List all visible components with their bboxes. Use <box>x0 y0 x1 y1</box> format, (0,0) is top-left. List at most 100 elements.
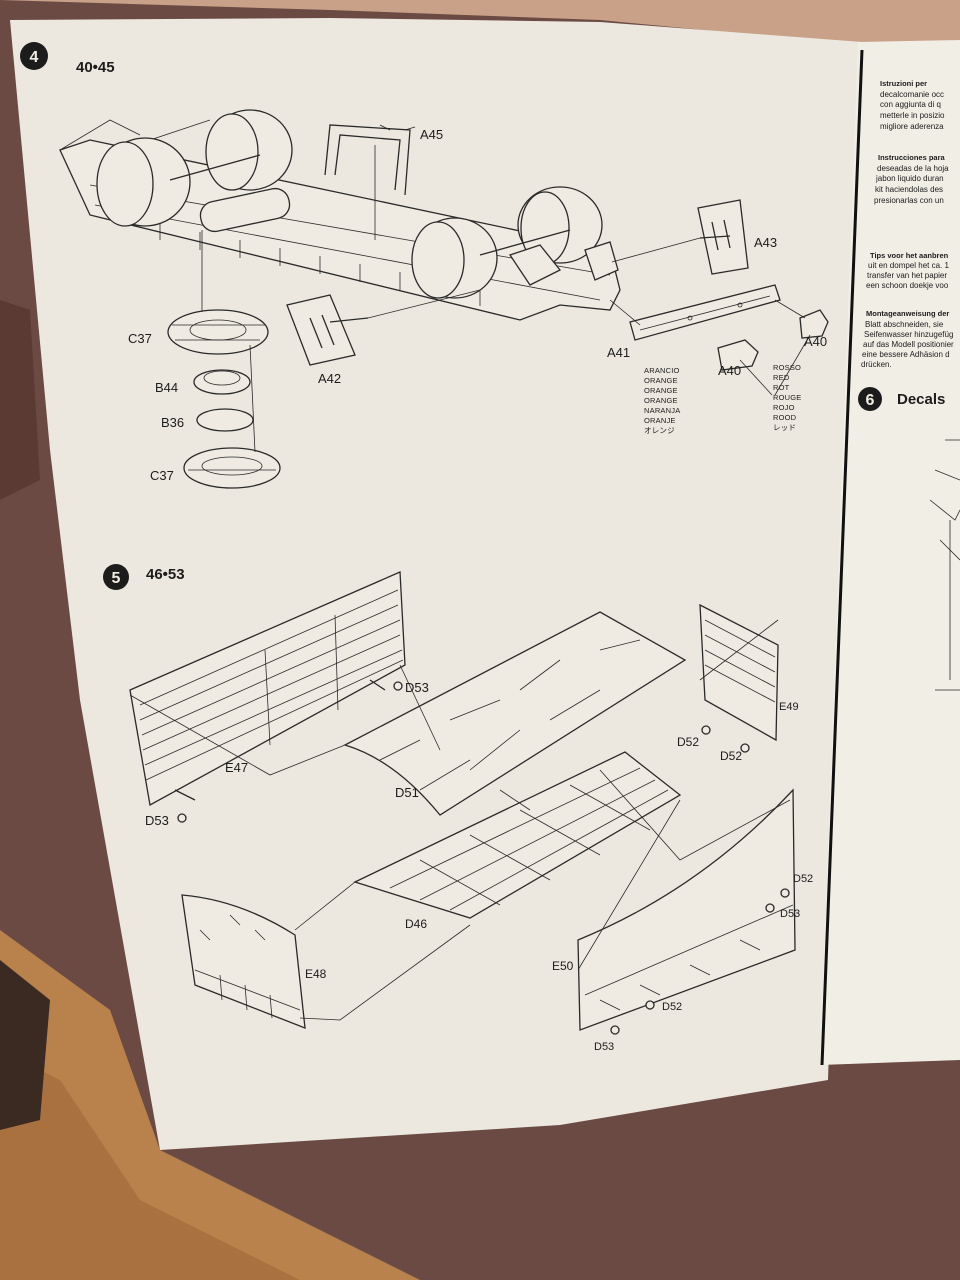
label-a45: A45 <box>420 127 443 142</box>
color-red-en: RED <box>773 373 790 382</box>
label-b44: B44 <box>155 380 178 395</box>
label-a43: A43 <box>754 235 777 250</box>
hand-top <box>0 0 960 45</box>
right-column-text: Istruzioni per decalcomanie occ con aggi… <box>861 79 954 369</box>
nl-heading: Tips voor het aanbren <box>870 251 949 260</box>
part-c37-bottom <box>183 447 281 489</box>
label-b36: B36 <box>161 415 184 430</box>
rear-axle <box>169 154 261 181</box>
part-b44 <box>193 369 251 395</box>
de-line: Seifenwasser hinzugefüg <box>864 330 953 339</box>
part-e47 <box>129 571 406 807</box>
color-orange-es: NARANJA <box>644 406 680 415</box>
label-c37-top: C37 <box>128 331 152 346</box>
nl-line: uit en dompel het ca. 1 <box>868 261 949 270</box>
label-a42: A42 <box>318 371 341 386</box>
it-heading: Istruzioni per <box>880 79 927 88</box>
decal-diagram-partial <box>929 439 960 691</box>
de-line: drücken. <box>861 360 892 369</box>
color-red-it: ROSSO <box>773 363 801 372</box>
de-line: Blatt abschneiden, sie <box>865 320 944 329</box>
de-line: auf das Modell positionier <box>863 340 954 349</box>
es-line: jabon liquido duran <box>875 174 944 183</box>
part-e50 <box>577 788 796 1031</box>
it-line: con aggiunta di q <box>880 100 941 109</box>
part-e48 <box>181 894 306 1029</box>
label-d52-c: D52 <box>793 873 813 885</box>
part-b36 <box>196 408 254 432</box>
color-orange-jp: オレンジ <box>644 426 675 435</box>
color-orange-fr: ORANGE <box>644 396 678 405</box>
left-shadow <box>0 300 40 500</box>
color-orange-de: ORANGE <box>644 386 678 395</box>
pins <box>177 681 790 1035</box>
step5-number: 5 <box>112 570 121 587</box>
color-orange-list: ARANCIO ORANGE ORANGE ORANGE NARANJA ORA… <box>644 366 680 435</box>
step4-range: 40•45 <box>76 59 115 76</box>
part-a42 <box>286 294 356 366</box>
color-red-es: ROJO <box>773 403 795 412</box>
main-sheet <box>10 18 862 1150</box>
step5-diagram <box>129 571 796 1035</box>
fuel-tank <box>199 187 291 233</box>
label-e50: E50 <box>552 959 574 973</box>
step6-badge <box>858 387 882 411</box>
label-a41: A41 <box>607 345 630 360</box>
label-e48: E48 <box>305 967 327 981</box>
label-d53-bottom: D53 <box>594 1041 614 1053</box>
de-line: eine bessere Adhäsion d <box>862 350 950 359</box>
label-d46: D46 <box>405 917 427 931</box>
label-a40-left: A40 <box>718 363 741 378</box>
step4-number: 4 <box>30 49 39 66</box>
label-d52-b: D52 <box>720 749 742 763</box>
it-line: migliore aderenza <box>880 122 944 131</box>
step6-title: Decals <box>897 391 945 408</box>
label-d51: D51 <box>395 785 419 800</box>
step6-number: 6 <box>866 392 875 409</box>
de-heading: Montageanweisung der <box>866 309 949 318</box>
wood-floor-shade <box>0 1050 300 1280</box>
dark-object <box>0 960 50 1130</box>
part-d46 <box>353 751 682 919</box>
label-e47: E47 <box>225 760 248 775</box>
nl-line: transfer van het papier <box>867 271 947 280</box>
es-line: kit haciendolas des <box>875 185 943 194</box>
color-red-fr: ROUGE <box>773 393 802 402</box>
step5-badge <box>103 564 129 590</box>
color-orange-en: ORANGE <box>644 376 678 385</box>
label-c37-bottom: C37 <box>150 468 174 483</box>
step4-diagram <box>59 109 829 489</box>
part-a45 <box>324 124 411 196</box>
label-d53-left: D53 <box>145 813 169 828</box>
es-line: deseadas de la hoja <box>877 164 949 173</box>
color-orange-it: ARANCIO <box>644 366 680 375</box>
step4-badge <box>20 42 48 70</box>
front-axle <box>479 229 571 256</box>
label-d53-top: D53 <box>405 680 429 695</box>
es-heading: Instrucciones para <box>878 153 946 162</box>
color-red-de: ROT <box>773 383 790 392</box>
color-red-list: ROSSO RED ROT ROUGE ROJO ROOD レッド <box>773 363 802 432</box>
right-sheet <box>820 40 960 1065</box>
es-line: presionarlas con un <box>874 196 944 205</box>
sheet-divider <box>820 49 864 1066</box>
part-a40-right <box>799 309 829 339</box>
part-c37-top <box>167 309 269 355</box>
nl-line: een schoon doekje voo <box>866 281 949 290</box>
part-a41 <box>629 284 781 341</box>
label-d52-a: D52 <box>677 735 699 749</box>
part-d51 <box>343 611 687 816</box>
part-e49 <box>699 603 779 742</box>
it-line: metterle in posizio <box>880 111 945 120</box>
color-red-jp: レッド <box>773 423 796 432</box>
it-line: decalcomanie occ <box>880 90 944 99</box>
color-red-nl: ROOD <box>773 413 797 422</box>
part-a40-left <box>717 339 759 371</box>
label-d53-right: D53 <box>780 908 800 920</box>
step5-range: 46•53 <box>146 566 185 583</box>
label-e49: E49 <box>779 701 799 713</box>
label-a40-right: A40 <box>804 334 827 349</box>
color-orange-nl: ORANJE <box>644 416 676 425</box>
label-d52-d: D52 <box>662 1001 682 1013</box>
